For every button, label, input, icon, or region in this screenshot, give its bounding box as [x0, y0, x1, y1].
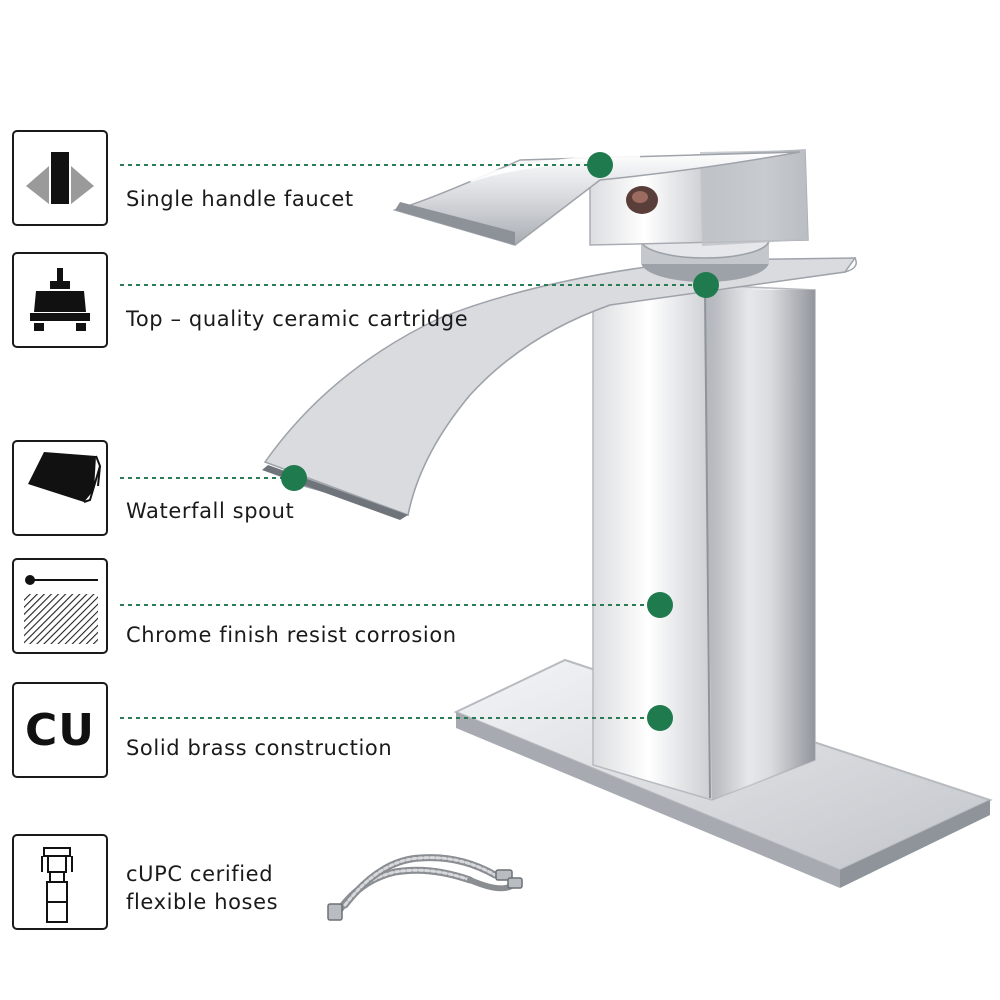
chrome-finish-icon-box	[12, 558, 108, 654]
feature-label-hoses-line2: flexible hoses	[126, 889, 279, 914]
brass-cu-icon: CU	[24, 704, 96, 756]
hose-fitting-icon-box	[12, 834, 108, 930]
brass-cu-icon-box: CU	[12, 682, 108, 778]
feature-label-ceramic-cartridge: Top – quality ceramic cartridge	[126, 307, 469, 331]
single-handle-icon-box	[12, 130, 108, 226]
callout-dot-handle	[587, 152, 613, 178]
ceramic-cartridge-icon	[30, 268, 90, 331]
callout-dot-brass	[647, 705, 673, 731]
waterfall-spout-icon	[28, 452, 102, 503]
single-handle-icon	[26, 152, 94, 204]
callout-markers	[120, 152, 719, 731]
flexible-hoses-illustration	[327, 854, 523, 921]
feature-label-single-handle: Single handle faucet	[126, 187, 354, 211]
hose-fitting-icon	[41, 847, 73, 923]
feature-label-solid-brass: Solid brass construction	[126, 736, 393, 760]
ceramic-cartridge-icon-box	[12, 252, 108, 348]
callout-dot-chrome	[647, 592, 673, 618]
chrome-finish-icon	[24, 575, 98, 644]
faucet-handle	[392, 149, 809, 246]
waterfall-spout-icon-box	[12, 440, 108, 536]
feature-label-waterfall-spout: Waterfall spout	[126, 499, 295, 523]
faucet-body	[592, 279, 816, 801]
callout-dot-spout	[281, 465, 307, 491]
feature-label-chrome-finish: Chrome finish resist corrosion	[126, 623, 457, 647]
callout-dot-cartridge	[693, 272, 719, 298]
feature-label-hoses-line1: cUPC cerified	[126, 862, 274, 886]
feature-label-hoses: cUPC cerified flexible hoses	[126, 861, 278, 916]
